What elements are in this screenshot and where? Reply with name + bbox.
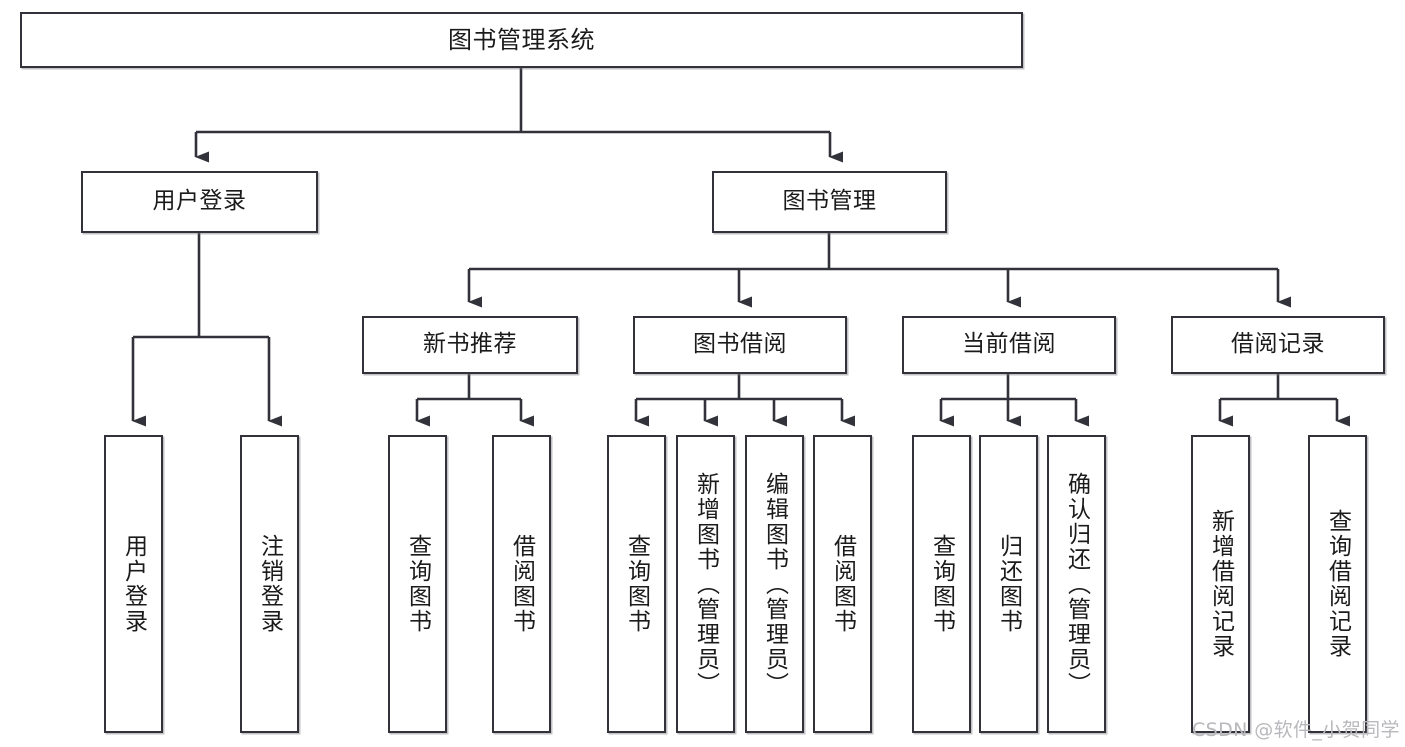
node-leaf-logout-login[interactable]: 注销登录	[240, 435, 299, 733]
node-label: 新增图书（管理员）	[692, 471, 719, 697]
node-label: 新书推荐	[423, 331, 517, 358]
node-leaf-query-borrow-record[interactable]: 查询借阅记录	[1308, 435, 1367, 733]
node-leaf-add-borrow-record[interactable]: 新增借阅记录	[1191, 435, 1250, 733]
node-label: 用户登录	[120, 534, 147, 634]
node-label: 注销登录	[256, 534, 283, 634]
node-label: 查询图书	[404, 534, 431, 634]
node-leaf-query-book-current[interactable]: 查询图书	[912, 435, 971, 733]
node-book-borrow[interactable]: 图书借阅	[633, 316, 847, 374]
node-leaf-user-login[interactable]: 用户登录	[104, 435, 163, 733]
node-label: 新增借阅记录	[1207, 509, 1234, 659]
node-leaf-edit-book-admin[interactable]: 编辑图书（管理员）	[745, 435, 804, 733]
node-label: 查询图书	[928, 534, 955, 634]
node-label: 借阅记录	[1231, 331, 1325, 358]
node-label: 编辑图书（管理员）	[761, 471, 788, 697]
node-leaf-query-book-recommend[interactable]: 查询图书	[388, 435, 447, 733]
node-root-book-management-system[interactable]: 图书管理系统	[20, 12, 1023, 68]
node-label: 用户登录	[152, 188, 247, 215]
node-label: 图书借阅	[693, 331, 787, 358]
node-user-login[interactable]: 用户登录	[81, 171, 318, 233]
node-label: 查询借阅记录	[1324, 509, 1351, 659]
csdn-watermark: CSDN @软件_小贺同学	[1192, 719, 1400, 741]
node-label: 借阅图书	[829, 534, 856, 634]
node-label: 归还图书	[995, 534, 1022, 634]
node-leaf-add-book-admin[interactable]: 新增图书（管理员）	[676, 435, 735, 733]
node-borrow-record[interactable]: 借阅记录	[1171, 316, 1385, 374]
node-leaf-return-book[interactable]: 归还图书	[979, 435, 1038, 733]
node-current-borrow[interactable]: 当前借阅	[902, 316, 1116, 374]
node-leaf-borrow-book[interactable]: 借阅图书	[813, 435, 872, 733]
node-leaf-borrow-book-recommend[interactable]: 借阅图书	[492, 435, 551, 733]
node-label: 借阅图书	[508, 534, 535, 634]
node-label: 确认归还（管理员）	[1063, 471, 1090, 697]
node-leaf-confirm-return-admin[interactable]: 确认归还（管理员）	[1047, 435, 1106, 733]
node-label: 图书管理系统	[448, 25, 595, 54]
node-label: 图书管理	[782, 188, 877, 215]
node-label: 查询图书	[623, 534, 650, 634]
node-new-book-recommend[interactable]: 新书推荐	[362, 316, 578, 374]
node-book-management[interactable]: 图书管理	[712, 171, 947, 233]
node-leaf-query-book-borrow[interactable]: 查询图书	[607, 435, 666, 733]
node-label: 当前借阅	[962, 331, 1056, 358]
